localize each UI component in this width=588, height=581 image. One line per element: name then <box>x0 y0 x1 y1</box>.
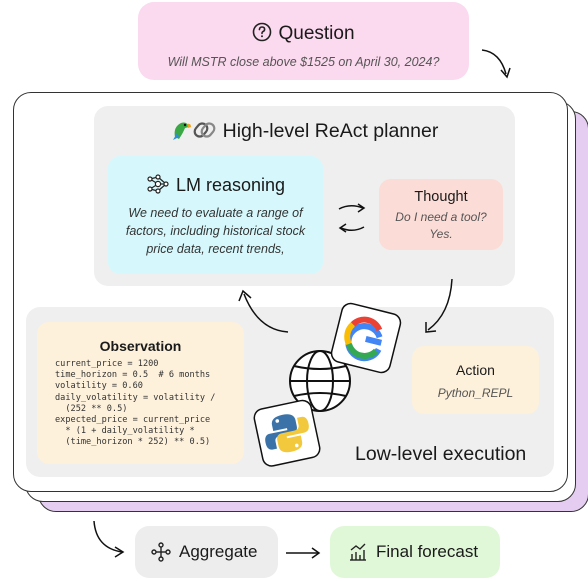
lm-title-row: LM reasoning <box>108 174 323 196</box>
final-forecast-label: Final forecast <box>376 542 479 561</box>
thought-line-1: Do I need a tool? <box>395 210 487 224</box>
globe-icon <box>289 350 351 412</box>
lm-title: LM reasoning <box>175 175 286 195</box>
python-logo <box>253 399 321 467</box>
action-title: Action <box>456 362 495 378</box>
thought-title: Thought <box>414 189 468 205</box>
question-text: Will MSTR close above $1525 on April 30,… <box>167 55 440 69</box>
question-box: Question Will MSTR close above $1525 on … <box>138 2 469 80</box>
observation-to-planner-arrow <box>238 289 289 333</box>
stack-to-aggregate-arrow <box>93 520 125 558</box>
google-logo <box>330 302 402 374</box>
action-box: Action Python_REPL <box>412 346 539 414</box>
merge-icon <box>151 542 171 562</box>
observation-title: Observation <box>99 338 182 354</box>
question-title-row: Question <box>138 22 469 45</box>
question-title: Question <box>278 23 355 44</box>
lm-text: We need to evaluate a range of factors, … <box>125 206 306 256</box>
execution-title: Low-level execution <box>355 443 527 465</box>
final-forecast-box: Final forecast <box>330 526 500 578</box>
observation-box: Observation current_price = 1200 time_ho… <box>37 322 244 464</box>
question-icon <box>253 22 272 42</box>
action-text: Python_REPL <box>437 386 514 400</box>
aggregate-label: Aggregate <box>179 542 258 561</box>
aggregate-to-final-arrow <box>286 547 321 559</box>
reasoning-thought-arrows <box>338 203 366 233</box>
thought-text: Do I need a tool? Yes. <box>379 209 503 243</box>
planner-title-row: High-level ReAct planner <box>94 119 515 143</box>
thought-box: Thought Do I need a tool? Yes. <box>379 179 503 250</box>
chart-icon <box>350 543 366 561</box>
lm-reasoning-box: LM reasoning We need to evaluate a range… <box>108 156 323 274</box>
thought-line-2: Yes. <box>429 227 453 241</box>
tool-icons <box>253 302 402 467</box>
neural-network-icon <box>147 174 169 194</box>
question-arrow <box>481 49 511 79</box>
observation-code: current_price = 1200 time_horizon = 0.5 … <box>55 359 216 448</box>
parrot-chain-icon <box>172 122 216 140</box>
thought-to-action-arrow <box>425 278 453 333</box>
planner-title: High-level ReAct planner <box>222 120 439 142</box>
aggregate-box: Aggregate <box>135 526 278 578</box>
